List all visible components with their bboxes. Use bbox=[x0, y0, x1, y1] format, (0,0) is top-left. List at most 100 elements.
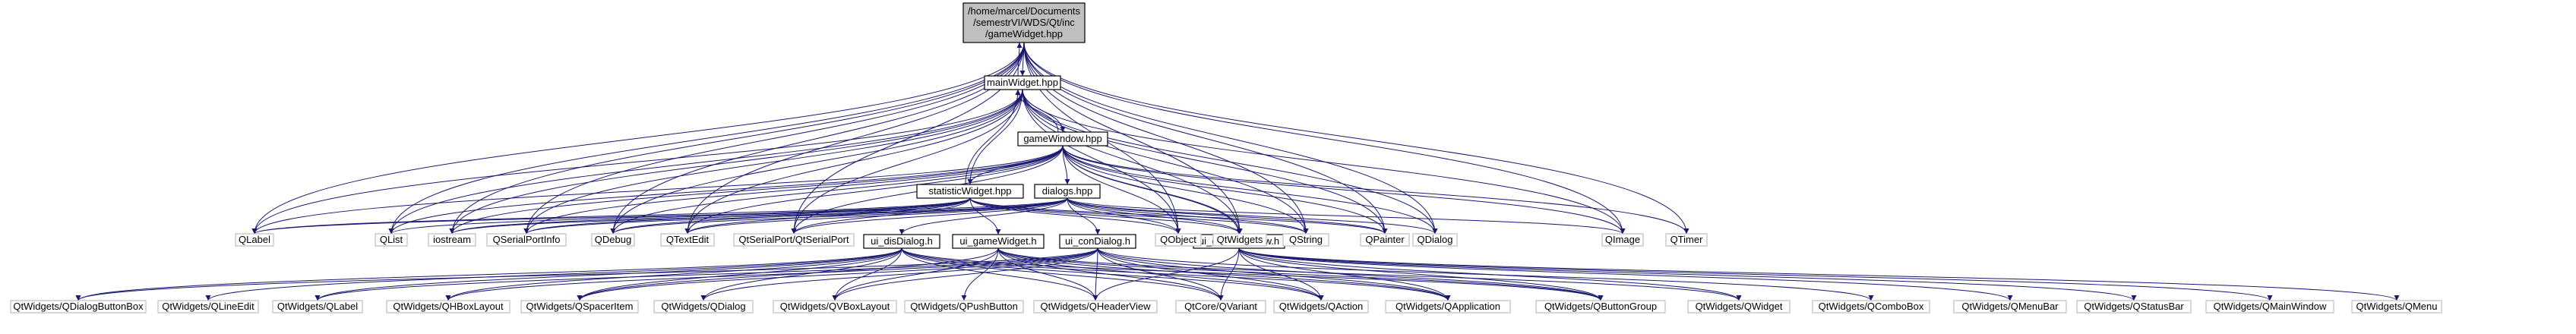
edge-ui_condialog-to-w_qapplication bbox=[1097, 247, 1451, 301]
node-w-qpushbutton[interactable]: QtWidgets/QPushButton bbox=[904, 300, 1024, 314]
node-qtimer[interactable]: QTimer bbox=[1665, 233, 1708, 247]
node-box bbox=[1017, 131, 1108, 147]
edge-ui_condialog-to-w_qdialogbuttonbox bbox=[75, 247, 1098, 301]
edge-ui_gamewidget-to-w_qpushbutton bbox=[961, 247, 999, 301]
node-box bbox=[2205, 300, 2334, 314]
node-w-qvboxlayout[interactable]: QtWidgets/QVBoxLayout bbox=[773, 300, 897, 314]
node-qstring[interactable]: QString bbox=[1282, 233, 1329, 247]
node-box bbox=[653, 300, 754, 314]
edge-dialogs-to-qstring bbox=[1067, 197, 1309, 235]
node-qobject[interactable]: QObject bbox=[1155, 233, 1202, 247]
node-box bbox=[486, 233, 567, 247]
edge-ui_gamewidget-to-c_qvariant bbox=[997, 247, 1224, 301]
node-c-qvariant[interactable]: QtCore/QVariant bbox=[1175, 300, 1266, 314]
edge-gamewindow-to-mainwidget bbox=[1015, 89, 1059, 133]
node-label: QtWidgets/QSpacerItem bbox=[526, 301, 634, 312]
node-qlist[interactable]: QList bbox=[375, 233, 408, 247]
node-mainwidget[interactable]: mainWidget.hpp bbox=[984, 75, 1061, 90]
edge-ui_condialog-to-c_qvariant bbox=[1097, 247, 1224, 301]
node-qtextedit[interactable]: QTextEdit bbox=[660, 233, 715, 247]
edge-mainwidget-to-qtextedit bbox=[684, 89, 1023, 235]
edge-dialogs-to-qtserialport bbox=[791, 197, 1068, 235]
edge-ui_gamewidget-to-w_qapplication bbox=[997, 247, 1451, 301]
node-ui-disdialog[interactable]: ui_disDialog.h bbox=[863, 234, 940, 249]
edge-dialogs-to-ui_disdialog bbox=[899, 197, 1068, 235]
node-box bbox=[1033, 300, 1158, 314]
node-label: ui_disDialog.h bbox=[871, 235, 933, 247]
node-w-qcombobox[interactable]: QtWidgets/QComboBox bbox=[1812, 300, 1930, 314]
node-dialogs[interactable]: dialogs.hpp bbox=[1034, 184, 1101, 199]
node-box bbox=[1282, 233, 1329, 247]
node-iostream[interactable]: iostream bbox=[428, 233, 476, 247]
edge-mainwidget-to-qlist bbox=[388, 89, 1023, 235]
edge-ui_gamewidget-to-w_qvboxlayout bbox=[832, 247, 999, 301]
node-label: QDialog bbox=[1418, 234, 1453, 245]
node-label: QList bbox=[380, 234, 403, 245]
node-label: QtWidgets/QLabel bbox=[277, 301, 358, 312]
edge-root-to-qtimer bbox=[1023, 42, 1689, 235]
nodes-layer: /home/marcel/Documents/semestrVI/WDS/Qt/… bbox=[10, 2, 2442, 314]
node-qimage[interactable]: QImage bbox=[1601, 233, 1644, 247]
edge-ui_disdialog-to-w_qheaderview bbox=[901, 247, 1098, 301]
node-label: dialogs.hpp bbox=[1042, 185, 1093, 197]
node-w-qlineedit[interactable]: QtWidgets/QLineEdit bbox=[157, 300, 259, 314]
node-statisticwidget[interactable]: statisticWidget.hpp bbox=[916, 184, 1024, 199]
node-label: QtWidgets bbox=[1217, 234, 1263, 245]
node-w-qstatusbar[interactable]: QtWidgets/QStatusBar bbox=[2076, 300, 2192, 314]
node-ui-gamewidget[interactable]: ui_gameWidget.h bbox=[952, 234, 1045, 249]
node-box bbox=[1812, 300, 1930, 314]
node-box bbox=[1155, 233, 1202, 247]
node-w-qmenu[interactable]: QtWidgets/QMenu bbox=[2351, 300, 2442, 314]
edge-ui_disdialog-to-w_qdialogbuttonbox bbox=[75, 247, 902, 301]
node-gamewindow[interactable]: gameWindow.hpp bbox=[1017, 131, 1108, 147]
node-ui-condialog[interactable]: ui_conDialog.h bbox=[1059, 234, 1136, 249]
node-box bbox=[1535, 300, 1666, 314]
node-qtwidgets[interactable]: QtWidgets bbox=[1212, 233, 1267, 247]
node-box bbox=[952, 234, 1045, 249]
node-box bbox=[1360, 233, 1410, 247]
node-qlabel[interactable]: QLabel bbox=[235, 233, 274, 247]
node-w-qspaceritem[interactable]: QtWidgets/QSpacerItem bbox=[520, 300, 639, 314]
edge-statisticwidget-to-qtextedit bbox=[684, 197, 971, 235]
edge-ui_disdialog-to-w_qvboxlayout bbox=[832, 247, 902, 301]
edge-ui_disdialog-to-c_qvariant bbox=[901, 247, 1224, 301]
node-w-qaction[interactable]: QtWidgets/QAction bbox=[1273, 300, 1369, 314]
node-label: QImage bbox=[1605, 234, 1640, 245]
node-qpainter[interactable]: QPainter bbox=[1360, 233, 1410, 247]
edge-ui_condialog-to-w_qaction bbox=[1097, 247, 1324, 301]
node-w-qapplication[interactable]: QtWidgets/QApplication bbox=[1385, 300, 1511, 314]
node-label: QDebug bbox=[595, 234, 631, 245]
node-w-qwidget[interactable]: QtWidgets/QWidget bbox=[1687, 300, 1791, 314]
edge-gamewindow-to-qlist bbox=[388, 145, 1064, 235]
node-w-qhboxlayout[interactable]: QtWidgets/QHBoxLayout bbox=[386, 300, 510, 314]
edge-dialogs-to-qtextedit bbox=[684, 197, 1068, 235]
node-w-qdialog[interactable]: QtWidgets/QDialog bbox=[653, 300, 754, 314]
node-label: statisticWidget.hpp bbox=[928, 185, 1011, 197]
node-w-qdialogbuttonbox[interactable]: QtWidgets/QDialogButtonBox bbox=[10, 300, 147, 314]
edge-mainwidget-to-qdebug bbox=[610, 89, 1023, 235]
node-box bbox=[10, 300, 147, 314]
edge-dialogs-to-qserialportinfo bbox=[523, 197, 1068, 235]
node-root[interactable]: /home/marcel/Documents/semestrVI/WDS/Qt/… bbox=[962, 2, 1086, 43]
edge-dialogs-to-ui_condialog bbox=[1067, 197, 1101, 235]
edge-gamewindow-to-qdialog bbox=[1062, 145, 1438, 235]
edge-mainwidget-to-iostream bbox=[449, 89, 1023, 235]
node-qtserialport[interactable]: QtSerialPort/QtSerialPort bbox=[733, 233, 855, 247]
node-label: gameWindow.hpp bbox=[1023, 133, 1102, 144]
node-w-qbuttongroup[interactable]: QtWidgets/QButtonGroup bbox=[1535, 300, 1666, 314]
node-qdialog[interactable]: QDialog bbox=[1412, 233, 1458, 247]
edge-dialogs-to-qtwidgets bbox=[1067, 197, 1243, 235]
edge-ui_gamewindow-to-w_qmenu bbox=[1238, 247, 2400, 301]
edge-ui_gamewindow-to-w_qheaderview bbox=[1092, 247, 1240, 301]
edge-gamewindow-to-iostream bbox=[449, 145, 1064, 235]
node-label: QtWidgets/QAction bbox=[1279, 301, 1364, 312]
node-box bbox=[520, 300, 639, 314]
node-qserialportinfo[interactable]: QSerialPortInfo bbox=[486, 233, 567, 247]
node-qdebug[interactable]: QDebug bbox=[591, 233, 635, 247]
node-label: QTextEdit bbox=[666, 234, 710, 245]
node-w-qlabel[interactable]: QtWidgets/QLabel bbox=[272, 300, 363, 314]
node-w-qheaderview[interactable]: QtWidgets/QHeaderView bbox=[1033, 300, 1158, 314]
node-w-qmainwindow[interactable]: QtWidgets/QMainWindow bbox=[2205, 300, 2334, 314]
node-w-qmenubar[interactable]: QtWidgets/QMenuBar bbox=[1953, 300, 2067, 314]
edge-mainwidget-to-qtwidgets bbox=[1022, 89, 1243, 235]
